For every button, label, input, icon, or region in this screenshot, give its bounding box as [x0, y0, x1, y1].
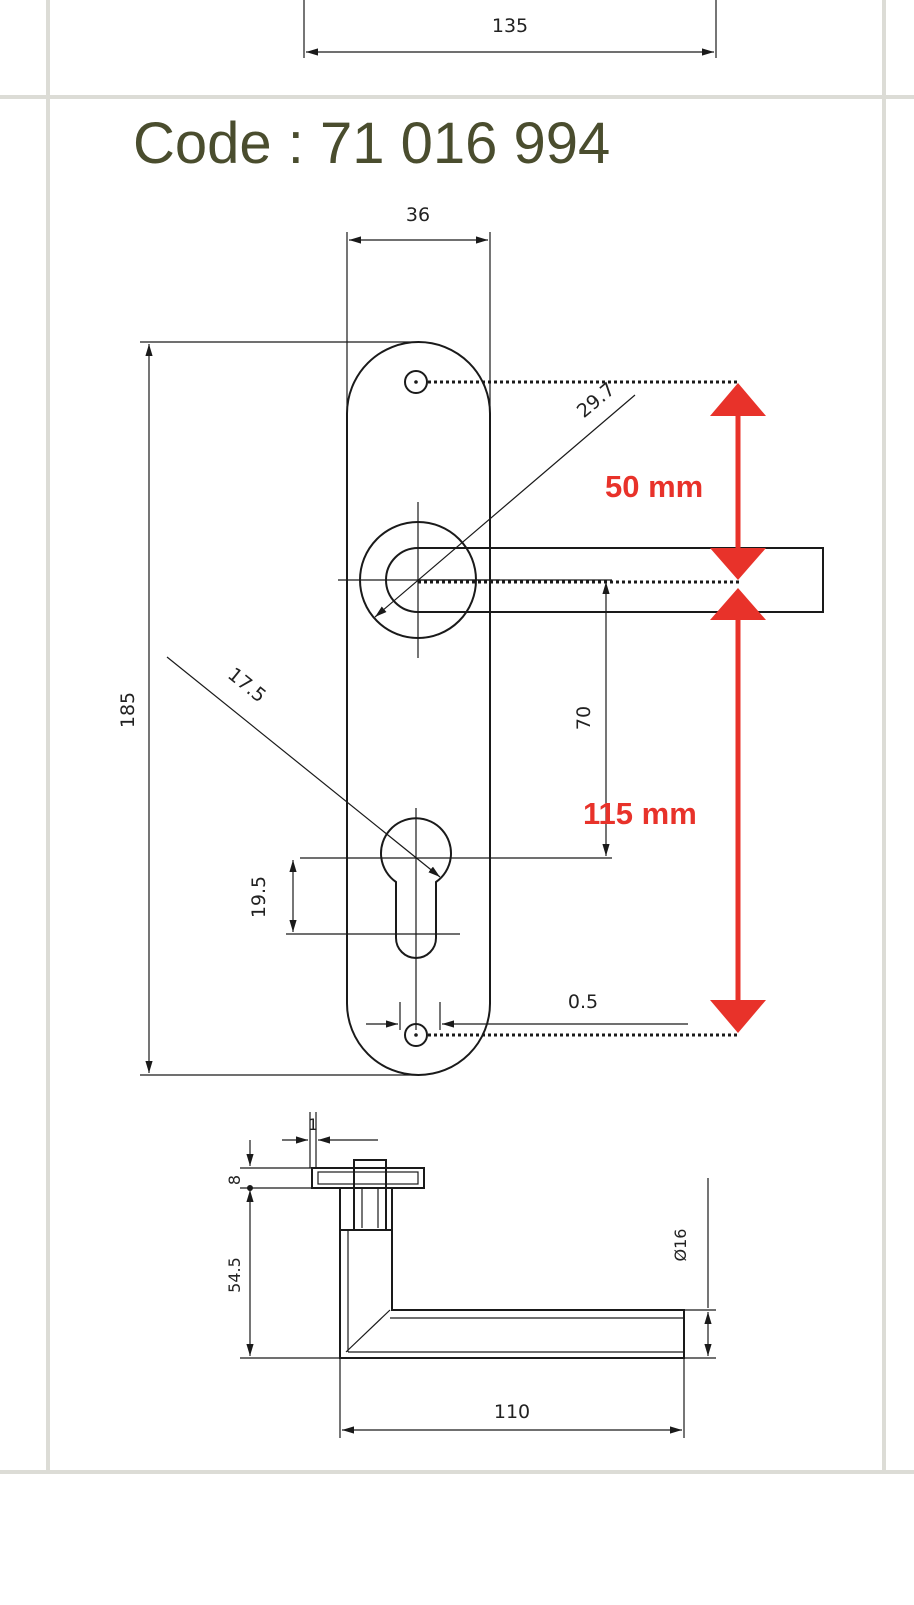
flange-height-label: 8 [225, 1175, 244, 1185]
product-code: Code : 71 016 994 [133, 111, 610, 176]
flange-thickness-label: 1 [308, 1115, 318, 1134]
upper-callout-label: 50 mm [605, 469, 703, 504]
top-screw-hole [404, 370, 428, 394]
top-width-dimension: 135 [303, 0, 717, 58]
plate-height-label: 185 [117, 692, 139, 728]
key-slot-dimension: 19.5 [248, 860, 460, 935]
handle-height-label: 54.5 [225, 1257, 244, 1293]
plate-height-dimension: 185 [117, 341, 418, 1076]
lever-arm [385, 547, 824, 613]
offset-dimension: 0.5 [366, 991, 688, 1030]
handle-diameter-label: Ø16 [671, 1229, 690, 1262]
side-view: 1 8 54.5 Ø16 110 [225, 1112, 716, 1438]
lower-callout: 115 mm [583, 588, 766, 1033]
handle-length-label: 110 [494, 1401, 530, 1423]
rose-diameter-label: 29.7 [573, 378, 620, 422]
handle-to-key-dimension: 70 [300, 579, 612, 859]
top-width-label: 135 [492, 15, 528, 37]
keyhole-radius-label: 17.5 [223, 663, 270, 707]
keyhole [380, 817, 452, 959]
plate-width-dimension: 36 [346, 204, 491, 420]
lower-callout-label: 115 mm [583, 796, 697, 831]
keyhole-radius-dimension: 17.5 [166, 656, 441, 878]
upper-callout: 50 mm [605, 383, 766, 580]
back-plate [346, 341, 491, 1076]
offset-label: 0.5 [568, 991, 598, 1013]
sheet-grid [0, 0, 914, 1474]
key-slot-label: 19.5 [248, 876, 270, 918]
plate-width-label: 36 [406, 204, 430, 226]
handle-to-key-label: 70 [573, 706, 595, 730]
